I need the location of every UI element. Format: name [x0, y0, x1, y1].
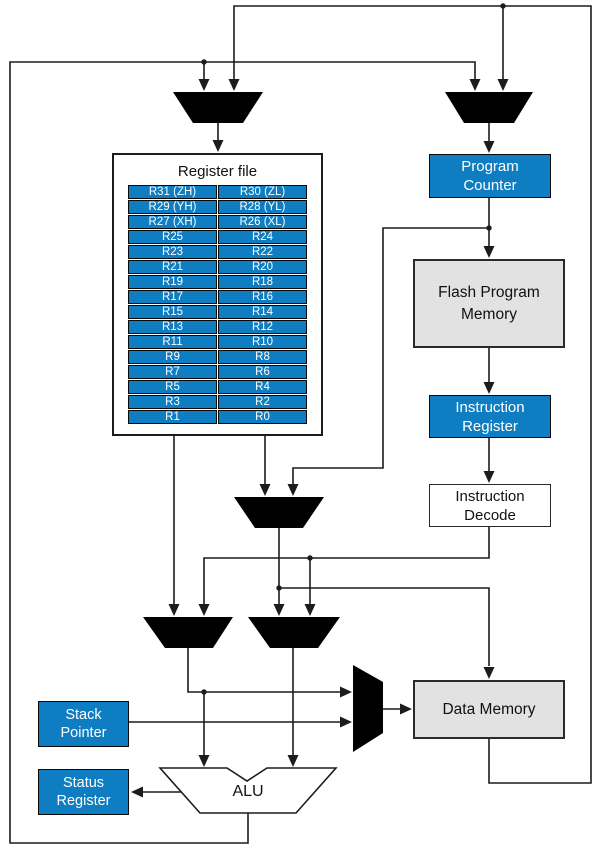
arrowhead-down-icon [287, 484, 299, 496]
arrowhead-down-icon [497, 79, 509, 91]
mux-a-trapezoid [143, 617, 233, 648]
arrowhead-down-icon [228, 79, 240, 91]
junction-dot [486, 225, 492, 231]
register-cell: R4 [218, 380, 307, 394]
register-cell: R6 [218, 365, 307, 379]
arrowhead-left-icon [131, 786, 143, 798]
register-cell: R3 [128, 395, 217, 409]
mux-c-trapezoid [234, 497, 324, 528]
register-cell: R21 [128, 260, 217, 274]
register-cell: R14 [218, 305, 307, 319]
data-mux-trapezoid [353, 665, 383, 752]
mux-b-trapezoid [248, 617, 340, 648]
flash-program-memory-block: Flash Program Memory [413, 259, 565, 348]
register-file-block: Register file R31 (ZH) R30 (ZL) R29 (YH)… [112, 153, 323, 436]
data-memory-block: Data Memory [413, 680, 565, 739]
status-register-label-line2: Register [56, 793, 111, 809]
arrowhead-down-icon [304, 604, 316, 616]
junction-dot [201, 689, 207, 695]
junction-dot [500, 3, 506, 9]
register-cell: R9 [128, 350, 217, 364]
register-cell: R26 (XL) [218, 215, 307, 229]
alu-shape [158, 767, 338, 814]
mux-regfile-trapezoid [173, 92, 263, 123]
register-cell: R20 [218, 260, 307, 274]
register-cell: R24 [218, 230, 307, 244]
register-cell: R5 [128, 380, 217, 394]
line-muxa-to-datamux [187, 648, 340, 693]
register-cell: R28 (YL) [218, 200, 307, 214]
line-alu-feedback-loop [9, 61, 476, 844]
program-counter-label-line2: Counter [463, 177, 517, 194]
register-file-table: R31 (ZH) R30 (ZL) R29 (YH) R28 (YL) R27 … [128, 185, 307, 424]
register-cell: R29 (YH) [128, 200, 217, 214]
register-cell: R18 [218, 275, 307, 289]
register-file-title: Register file [177, 163, 258, 180]
stack-pointer-label-line1: Stack [65, 707, 102, 723]
instruction-register-block: Instruction Register [429, 395, 551, 438]
register-cell: R25 [128, 230, 217, 244]
register-cell: R11 [128, 335, 217, 349]
arrowhead-down-icon [483, 141, 495, 153]
arrowhead-right-icon [340, 716, 352, 728]
arrowhead-right-icon [340, 686, 352, 698]
status-register-label-line1: Status [62, 775, 105, 791]
junction-dot [307, 555, 313, 561]
instruction-decode-label-line1: Instruction [455, 487, 525, 505]
register-cell: R31 (ZH) [128, 185, 217, 199]
arrowhead-down-icon [469, 79, 481, 91]
register-cell: R13 [128, 320, 217, 334]
stack-pointer-block: Stack Pointer [38, 701, 129, 747]
register-cell: R1 [128, 410, 217, 424]
line-pc-branch-to-muxc [292, 227, 489, 486]
arrowhead-down-icon [198, 604, 210, 616]
arrowhead-down-icon [259, 484, 271, 496]
arrowhead-right-icon [400, 703, 412, 715]
instruction-decode-label-line2: Decode [464, 506, 516, 524]
line-muxc-branch-to-datamemory [279, 587, 490, 666]
arrowhead-down-icon [483, 667, 495, 679]
register-cell: R10 [218, 335, 307, 349]
arrowhead-down-icon [483, 246, 495, 258]
register-cell: R22 [218, 245, 307, 259]
register-cell: R27 (XH) [128, 215, 217, 229]
instruction-decode-block: Instruction Decode [429, 484, 551, 527]
register-cell: R16 [218, 290, 307, 304]
status-register-block: Status Register [38, 769, 129, 815]
arrowhead-down-icon [168, 604, 180, 616]
register-cell: R7 [128, 365, 217, 379]
arrowhead-down-icon [287, 755, 299, 767]
register-cell: R19 [128, 275, 217, 289]
arrowhead-down-icon [198, 755, 210, 767]
stack-pointer-label-line2: Pointer [60, 725, 107, 741]
junction-dot [276, 585, 282, 591]
register-cell: R15 [128, 305, 217, 319]
program-counter-label-line1: Program [461, 158, 519, 175]
alu-label: ALU [232, 783, 264, 800]
arrowhead-down-icon [483, 382, 495, 394]
junction-dot [201, 59, 207, 65]
register-cell: R2 [218, 395, 307, 409]
arrowhead-down-icon [212, 140, 224, 152]
register-cell: R12 [218, 320, 307, 334]
register-cell: R30 (ZL) [218, 185, 307, 199]
arrowhead-down-icon [273, 604, 285, 616]
arrowhead-down-icon [198, 79, 210, 91]
line-id-to-muxa [203, 527, 490, 604]
register-cell: R8 [218, 350, 307, 364]
register-cell: R0 [218, 410, 307, 424]
program-counter-block: Program Counter [429, 154, 551, 198]
instruction-register-label-line2: Register [462, 417, 518, 435]
mux-pc-trapezoid [445, 92, 533, 123]
data-memory-label: Data Memory [442, 700, 536, 718]
instruction-register-label-line1: Instruction [455, 398, 525, 416]
flash-memory-label-line2: Memory [461, 305, 517, 323]
arrowhead-down-icon [483, 471, 495, 483]
register-cell: R17 [128, 290, 217, 304]
register-cell: R23 [128, 245, 217, 259]
line-datamemory-feedback-loop [233, 5, 592, 784]
flash-memory-label-line1: Flash Program [438, 283, 540, 301]
